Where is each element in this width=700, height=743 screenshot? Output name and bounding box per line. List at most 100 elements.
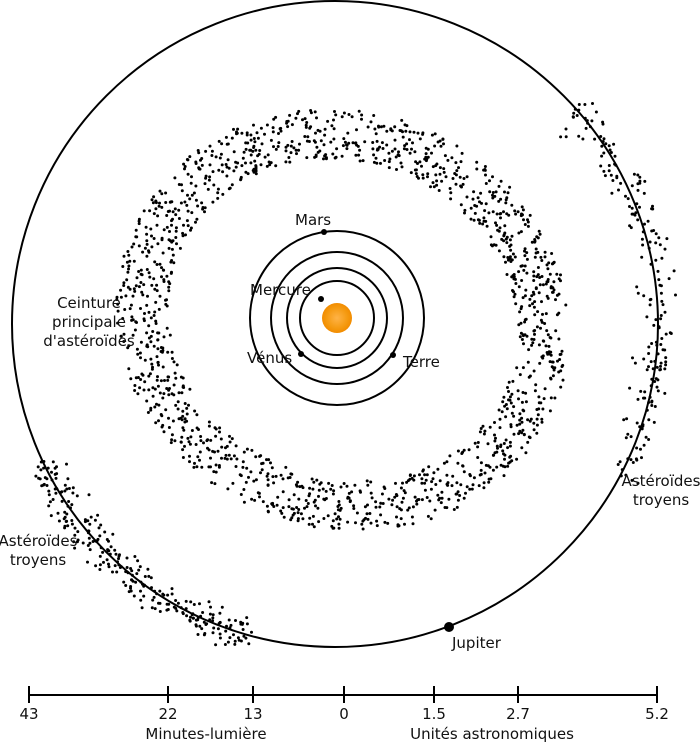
asteroid-dot [650, 404, 654, 407]
asteroid-dot [519, 264, 523, 268]
asteroid-dot [227, 618, 231, 622]
asteroid-dot [374, 500, 378, 504]
asteroid-dot [242, 634, 246, 638]
asteroid-dot [128, 307, 132, 311]
asteroid-dot [470, 487, 474, 491]
asteroid-dot [636, 218, 640, 222]
asteroid-dot [660, 337, 664, 340]
asteroid-dot [240, 131, 244, 135]
asteroid-dot [168, 209, 171, 213]
asteroid-dot [164, 298, 167, 302]
asteroid-dot [165, 304, 169, 308]
asteroid-dot [332, 127, 336, 131]
asteroid-dot [282, 515, 286, 519]
asteroid-dot [229, 623, 233, 627]
asteroid-dot [528, 213, 532, 217]
asteroid-dot [520, 431, 524, 435]
asteroid-dot [643, 390, 647, 394]
asteroid-dot [236, 636, 240, 640]
asteroid-dot [319, 481, 323, 485]
asteroid-dot [537, 343, 541, 347]
asteroid-dot [184, 233, 187, 237]
asteroid-dot [129, 303, 133, 307]
asteroid-dot [234, 444, 238, 448]
asteroid-dot [159, 379, 163, 383]
asteroid-dot [640, 237, 644, 241]
asteroid-dot [224, 163, 228, 166]
asteroid-dot [341, 144, 345, 148]
asteroid-dot [162, 335, 166, 339]
asteroid-dot [340, 115, 344, 119]
asteroid-dot [655, 385, 659, 389]
mars-orbit [249, 230, 425, 406]
asteroid-dot [445, 473, 449, 477]
asteroid-dot [655, 365, 659, 369]
asteroid-dot [150, 586, 153, 590]
asteroid-dot [425, 496, 429, 499]
asteroid-dot [380, 141, 384, 145]
asteroid-dot [207, 600, 211, 604]
asteroid-dot [87, 493, 91, 497]
asteroid-dot [225, 142, 229, 146]
asteroid-dot [298, 485, 302, 489]
asteroid-dot [437, 189, 441, 192]
asteroid-dot [158, 601, 162, 605]
asteroid-dot [170, 438, 174, 442]
asteroid-dot [249, 133, 253, 137]
asteroid-dot [640, 255, 644, 259]
asteroid-dot [467, 448, 471, 452]
asteroid-dot [239, 493, 243, 496]
asteroid-dot [211, 170, 215, 174]
asteroid-dot [153, 260, 157, 264]
asteroid-dot [494, 243, 498, 247]
asteroid-dot [535, 417, 539, 421]
asteroid-dot [265, 458, 268, 462]
asteroid-dot [63, 489, 67, 493]
asteroid-dot [40, 484, 44, 488]
asteroid-dot [484, 173, 487, 177]
asteroid-dot [343, 140, 347, 144]
asteroid-dot [249, 138, 253, 142]
asteroid-dot [181, 612, 185, 616]
asteroid-dot [353, 483, 357, 487]
asteroid-dot [651, 367, 655, 371]
asteroid-dot [272, 145, 275, 149]
asteroid-dot [532, 428, 536, 432]
asteroid-dot [208, 175, 212, 179]
asteroid-dot [147, 271, 151, 275]
asteroid-dot [361, 527, 365, 531]
asteroid-dot [245, 616, 249, 620]
asteroid-dot [140, 290, 144, 294]
asteroid-dot [169, 200, 173, 204]
asteroid-dot [410, 515, 414, 519]
asteroid-dot [386, 521, 390, 525]
asteroid-dot [272, 481, 276, 485]
asteroid-dot [155, 263, 159, 266]
asteroid-dot [134, 228, 138, 232]
asteroid-dot [255, 131, 259, 135]
asteroid-dot [87, 536, 91, 540]
asteroid-dot [491, 191, 495, 194]
asteroid-dot [442, 167, 446, 171]
asteroid-dot [168, 333, 172, 337]
asteroid-dot [171, 239, 175, 243]
asteroid-dot [164, 408, 168, 412]
asteroid-dot [413, 150, 417, 154]
asteroid-dot [624, 194, 627, 198]
asteroid-dot [515, 423, 519, 427]
asteroid-dot [225, 165, 229, 169]
asteroid-dot [147, 324, 151, 328]
asteroid-dot [557, 277, 561, 281]
asteroid-dot [142, 209, 146, 213]
asteroid-dot [523, 254, 527, 258]
mars-label: Mars [295, 211, 331, 229]
asteroid-dot [284, 145, 288, 149]
asteroid-dot [324, 489, 328, 493]
asteroid-dot [635, 285, 639, 289]
asteroid-dot [281, 477, 285, 481]
asteroid-dot [387, 151, 391, 155]
asteroid-dot [185, 614, 189, 618]
asteroid-dot [397, 150, 400, 154]
asteroid-dot [119, 288, 123, 292]
asteroid-dot [482, 486, 486, 490]
